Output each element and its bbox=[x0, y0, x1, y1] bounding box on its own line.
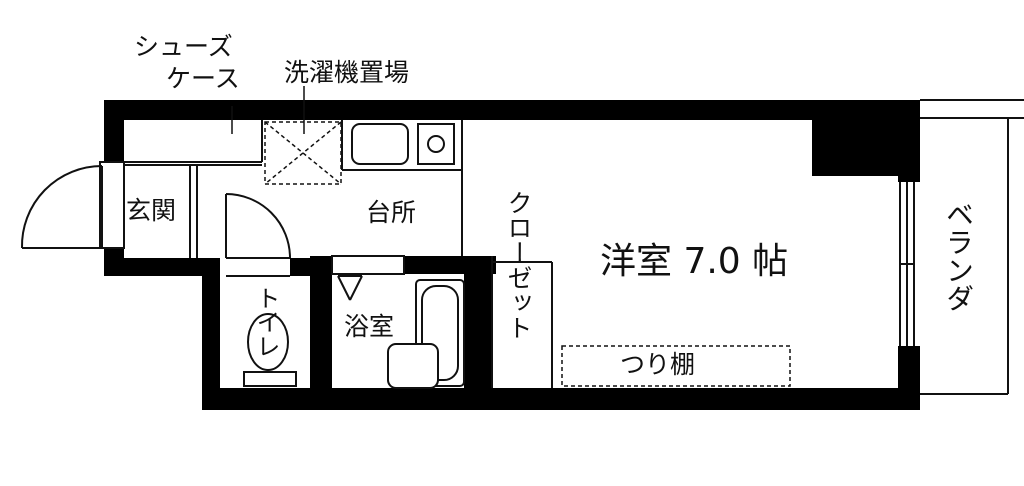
label-bathroom: 浴室 bbox=[344, 312, 395, 341]
balcony-outline bbox=[920, 99, 1024, 395]
bathroom-opening bbox=[331, 255, 405, 301]
label-shoe-case-line2: ケース bbox=[166, 64, 240, 93]
label-entrance: 玄関 bbox=[126, 196, 177, 225]
label-balcony: ベランダ bbox=[942, 200, 975, 312]
laundry-area bbox=[264, 121, 342, 185]
hanging-shelf bbox=[561, 345, 791, 387]
label-hanging-shelf: つり棚 bbox=[620, 350, 696, 379]
label-closet: クローゼット bbox=[504, 190, 533, 340]
bathtub bbox=[387, 279, 465, 389]
label-laundry-space: 洗濯機置場 bbox=[284, 58, 410, 87]
exterior-walls bbox=[104, 100, 920, 410]
label-kitchen: 台所 bbox=[366, 198, 417, 227]
label-toilet: トイレ bbox=[252, 286, 280, 358]
label-western-room: 洋室 7.0 帖 bbox=[600, 241, 789, 282]
toilet-door bbox=[220, 193, 291, 277]
leader-lines bbox=[231, 86, 305, 134]
label-shoe-case-line1: シューズ bbox=[134, 32, 233, 61]
toilet-fixture bbox=[243, 313, 297, 387]
kitchen-fixtures bbox=[351, 123, 455, 165]
entrance-door bbox=[20, 161, 125, 249]
interior-lines bbox=[124, 120, 915, 388]
